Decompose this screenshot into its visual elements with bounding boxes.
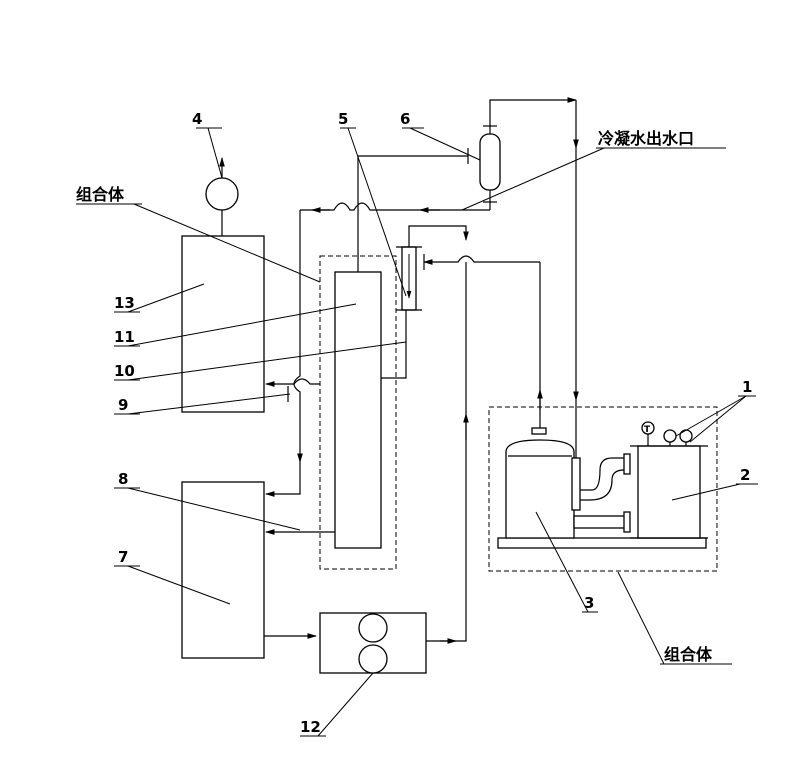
vessel-3-nozzle: [531, 427, 547, 435]
label-13: 13: [114, 294, 135, 312]
pipe-into-7-upper: [265, 462, 301, 497]
condenser-2: [637, 445, 701, 539]
pipe-into-13: [265, 378, 320, 387]
leader-1b: [689, 395, 747, 443]
vessel-3-inlet: [571, 457, 581, 511]
pipe-5-top: [408, 225, 469, 247]
skid-base: [497, 537, 707, 549]
label-12: 12: [300, 718, 321, 736]
label-4: 4: [192, 110, 202, 128]
label-8: 8: [118, 470, 128, 488]
leader-10: [127, 341, 407, 381]
pump-12-upper: [358, 613, 388, 643]
label-6: 6: [400, 110, 410, 128]
pipe-6-top: [489, 97, 577, 126]
leader-6: [409, 127, 481, 161]
pipe-3-to-2-lower: [573, 515, 627, 529]
vessel-3: [505, 439, 575, 539]
pipe-condensate-top: [300, 202, 490, 211]
leader-8: [127, 487, 301, 531]
leader-1a: [675, 395, 747, 437]
pressure-gauge-b: [679, 429, 693, 443]
pressure-gauge-a: [663, 429, 677, 443]
label-10: 10: [114, 362, 135, 380]
column-11: [334, 271, 382, 549]
leader-2: [671, 483, 741, 501]
label-11: 11: [114, 328, 135, 346]
leader-4: [207, 127, 223, 179]
separator-6: [479, 133, 501, 191]
pipe-left-drop: [293, 210, 301, 440]
tank-7: [181, 481, 265, 659]
pump-12-lower: [358, 644, 388, 674]
pipe-11-to-5: [381, 310, 407, 379]
leader-7: [127, 565, 231, 605]
label-condensate-outlet: 冷凝水出水口: [598, 129, 694, 148]
label-7: 7: [118, 548, 128, 566]
label-3: 3: [584, 594, 594, 612]
pipe-into-5-side: [423, 255, 540, 265]
assembly-box-left: [319, 255, 397, 570]
leader-5: [347, 127, 407, 297]
leader-assembly-right: [617, 571, 665, 665]
leader-3: [535, 511, 589, 613]
label-assembly-right: 组合体: [664, 645, 713, 664]
assembly-box-right: [488, 406, 718, 572]
tank-13: [181, 235, 265, 413]
label-assembly-left: 组合体: [76, 185, 125, 204]
leader-9: [127, 393, 291, 415]
label-1: 1: [742, 378, 752, 396]
leader-13: [127, 283, 205, 313]
leader-12: [317, 672, 374, 737]
pipe-3-to-2-upper-b: [574, 469, 625, 501]
flange-2a: [623, 453, 631, 475]
label-9: 9: [118, 396, 128, 414]
pipe-12-outlet: [426, 420, 467, 642]
blower-4: [205, 177, 239, 211]
pipe-3-to-2-upper: [574, 457, 624, 491]
label-2: 2: [740, 466, 750, 484]
label-5: 5: [338, 110, 348, 128]
leader-assembly-left: [133, 203, 321, 283]
gauge-t-label: T: [644, 425, 651, 435]
flange-2b: [623, 511, 631, 533]
leader-11: [127, 303, 357, 347]
leader-condensate: [461, 147, 605, 211]
